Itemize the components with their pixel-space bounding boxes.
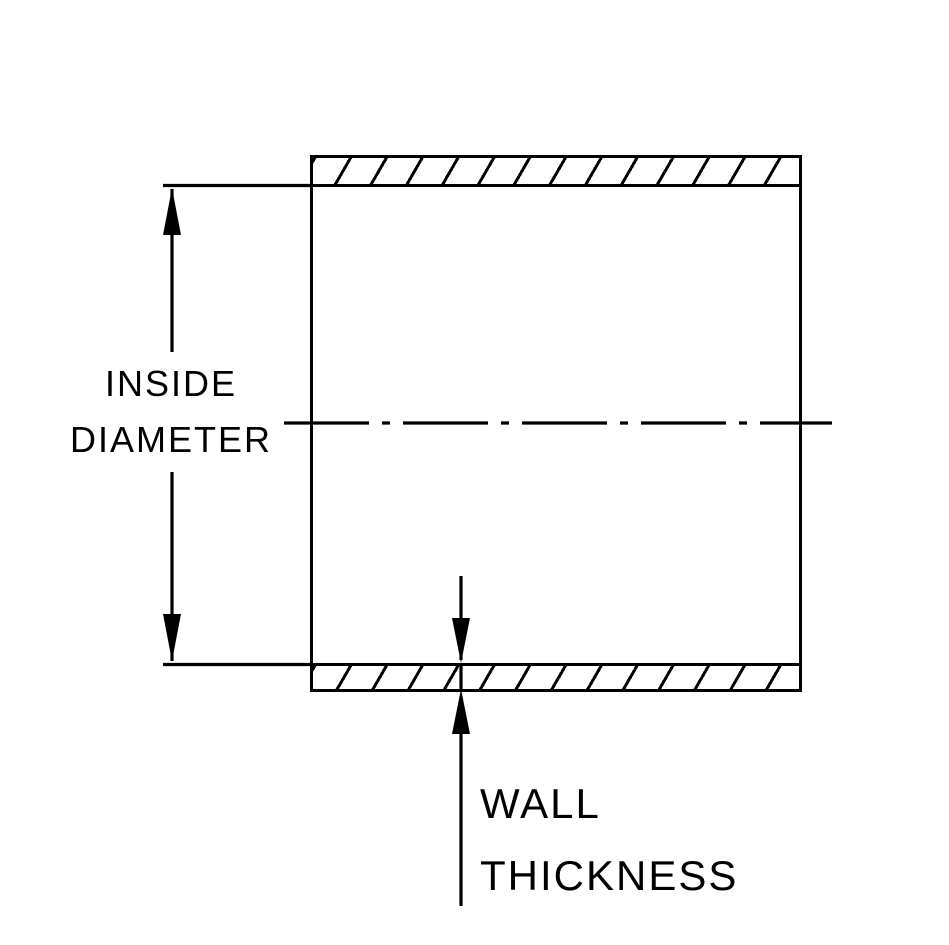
wall-thickness-label-line2: THICKNESS — [480, 852, 739, 899]
arrow-down-icon — [163, 614, 181, 661]
wall-thickness-label: WALL THICKNESS — [480, 768, 738, 912]
arrow-up-icon — [163, 188, 181, 235]
top-wall-hatching — [313, 158, 799, 187]
bottom-wall-hatching — [313, 663, 799, 689]
inside-diameter-label: INSIDE DIAMETER — [61, 352, 281, 472]
inside-diameter-label-line2: DIAMETER — [69, 419, 272, 460]
inside-diameter-label-line1: INSIDE — [104, 363, 238, 404]
wall-thickness-arrow-up-icon — [452, 689, 470, 734]
wall-thickness-label-line1: WALL — [480, 780, 601, 827]
tube-cross-section-outline — [310, 155, 802, 692]
